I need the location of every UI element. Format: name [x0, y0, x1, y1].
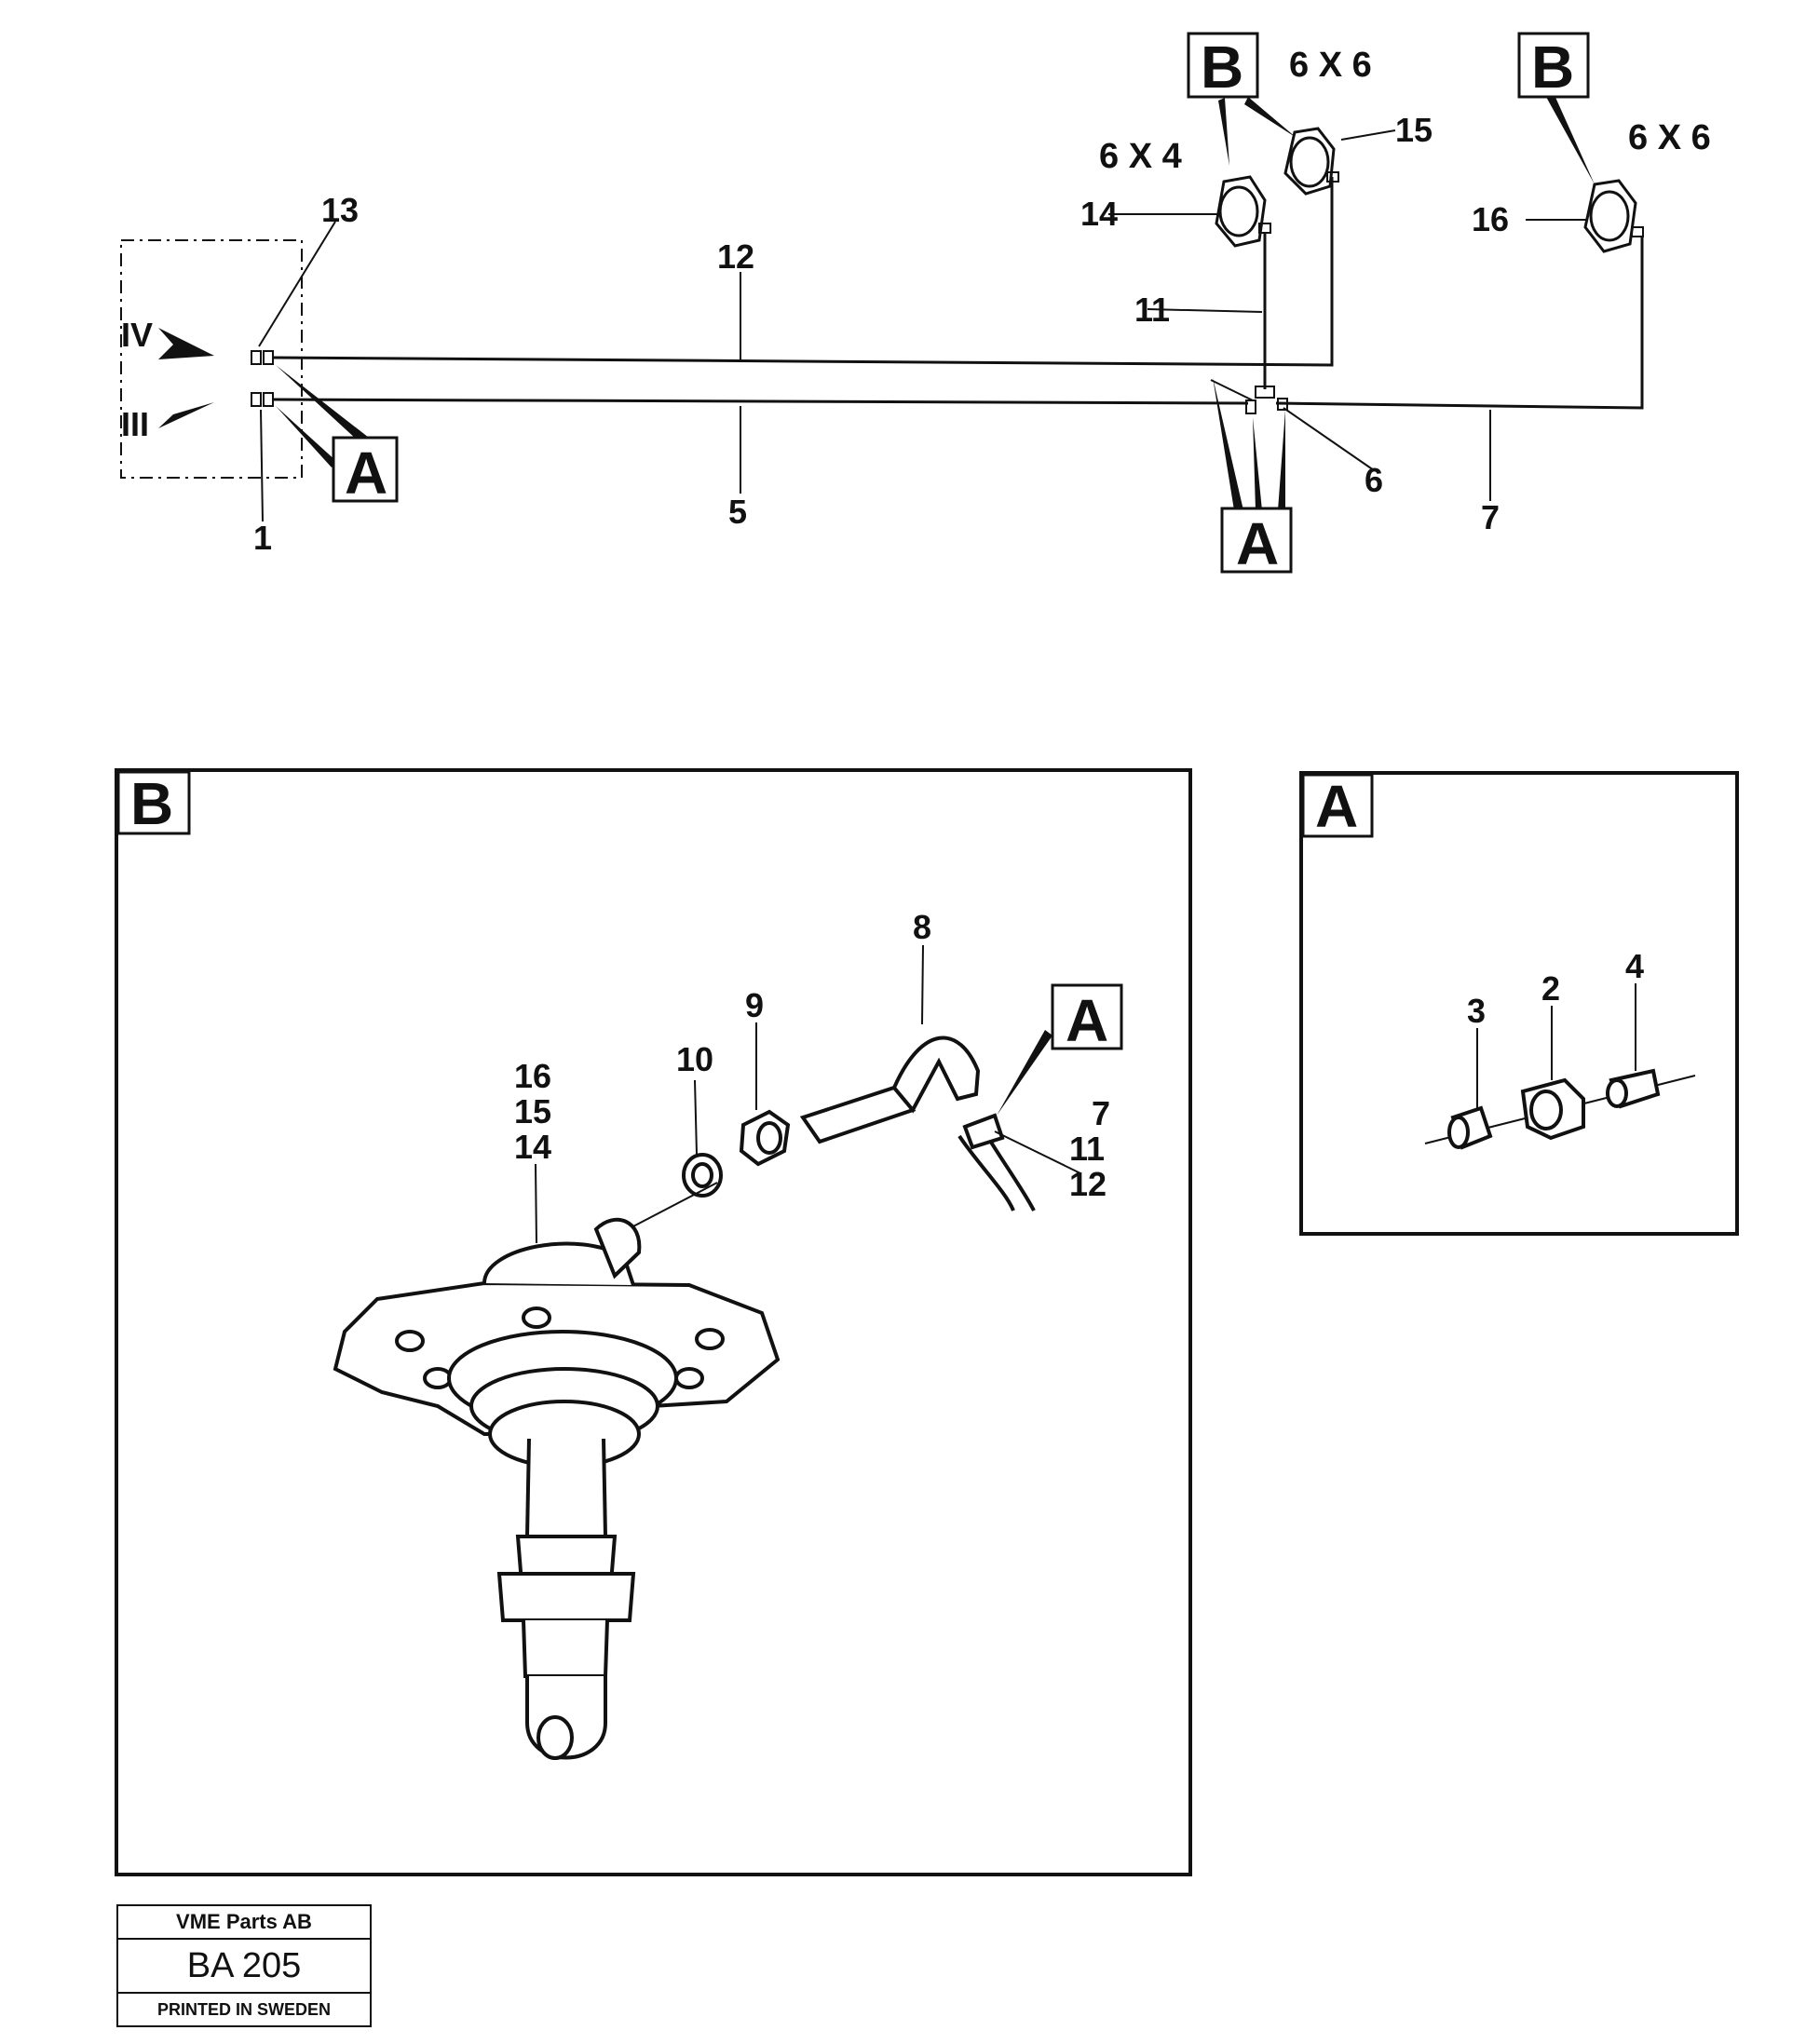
tee-fitting [1245, 386, 1288, 414]
svg-text:A: A [1315, 773, 1358, 840]
pipe-5 [272, 398, 1249, 405]
variant-6x6-a: 6 X 6 [1289, 46, 1372, 85]
svg-text:A: A [1236, 510, 1279, 577]
callout-12: 12 [717, 237, 754, 276]
callout-14: 14 [1080, 195, 1118, 233]
callout-13: 13 [321, 191, 359, 229]
callout-2: 2 [1541, 969, 1560, 1008]
title-block: VME Parts AB BA 205 PRINTED IN SWEDEN [116, 1904, 372, 2027]
hose-assembly [682, 1036, 1036, 1212]
circuit-arrow-iv [158, 328, 214, 359]
detail-panel-b [115, 768, 1192, 1876]
svg-text:B: B [1201, 34, 1243, 101]
company-name: VME Parts AB [118, 1906, 370, 1940]
fitting-parts [1447, 1068, 1661, 1150]
circuit-arrow-iii [158, 402, 214, 428]
callout-5: 5 [728, 493, 747, 531]
leader-b-2 [1244, 97, 1297, 138]
detail-a-title-box: A [1301, 773, 1374, 840]
leader-a-center [1213, 377, 1285, 510]
callout-4: 4 [1625, 947, 1644, 985]
callout-11b: 11 [1069, 1130, 1105, 1168]
callout-9: 9 [745, 986, 764, 1024]
callout-15: 15 [1395, 111, 1433, 149]
leader-lines [258, 129, 1604, 522]
detail-b-ref-box-a: A [1051, 983, 1123, 1054]
detail-panel-a [1299, 771, 1739, 1236]
callout-16b: 16 [514, 1057, 551, 1095]
callout-12b: 12 [1069, 1165, 1107, 1203]
variant-6x6-b: 6 X 6 [1628, 118, 1711, 157]
callout-7b: 7 [1092, 1094, 1110, 1132]
brake-chamber-16 [1583, 179, 1644, 253]
callout-15b: 15 [514, 1092, 551, 1130]
svg-text:B: B [130, 770, 173, 837]
callout-10: 10 [676, 1040, 713, 1078]
ref-box-b-2: B [1517, 32, 1590, 101]
detail-b-title-box: B [116, 770, 191, 837]
ref-box-a-left: A [332, 436, 399, 507]
pipe-7 [1275, 237, 1644, 410]
callout-1: 1 [253, 519, 272, 557]
circuit-label-iv: IV [121, 316, 153, 354]
valve-fittings [251, 350, 274, 407]
printed-note: PRINTED IN SWEDEN [156, 2000, 331, 2019]
brake-chamber-15 [1283, 127, 1339, 196]
circuit-label-iii: III [121, 405, 149, 443]
svg-text:B: B [1531, 34, 1574, 101]
callout-14b: 14 [514, 1128, 551, 1166]
leader-b-3 [1546, 93, 1595, 184]
callout-16: 16 [1472, 200, 1509, 238]
callout-11: 11 [1134, 291, 1170, 329]
ref-box-a-center: A [1220, 507, 1293, 577]
callout-3: 3 [1467, 992, 1486, 1030]
brake-chamber-assembly [333, 1217, 781, 1760]
svg-text:A: A [1066, 987, 1108, 1054]
leader-b-1 [1218, 98, 1229, 166]
brake-chamber-14 [1215, 175, 1271, 248]
leader-detail-b-a [997, 1030, 1052, 1116]
callout-8: 8 [913, 908, 931, 946]
detail-a-leaders [1476, 983, 1636, 1108]
pipe-12 [272, 177, 1334, 367]
svg-text:A: A [345, 440, 387, 507]
variant-6x4: 6 X 4 [1099, 137, 1182, 176]
hose-leader [631, 1182, 718, 1228]
drawing-code: BA 205 [118, 1940, 370, 1994]
ref-box-b-1: B [1187, 32, 1259, 101]
callout-7: 7 [1481, 498, 1500, 536]
detail-b-leaders [535, 944, 1081, 1244]
callout-6: 6 [1365, 461, 1383, 499]
